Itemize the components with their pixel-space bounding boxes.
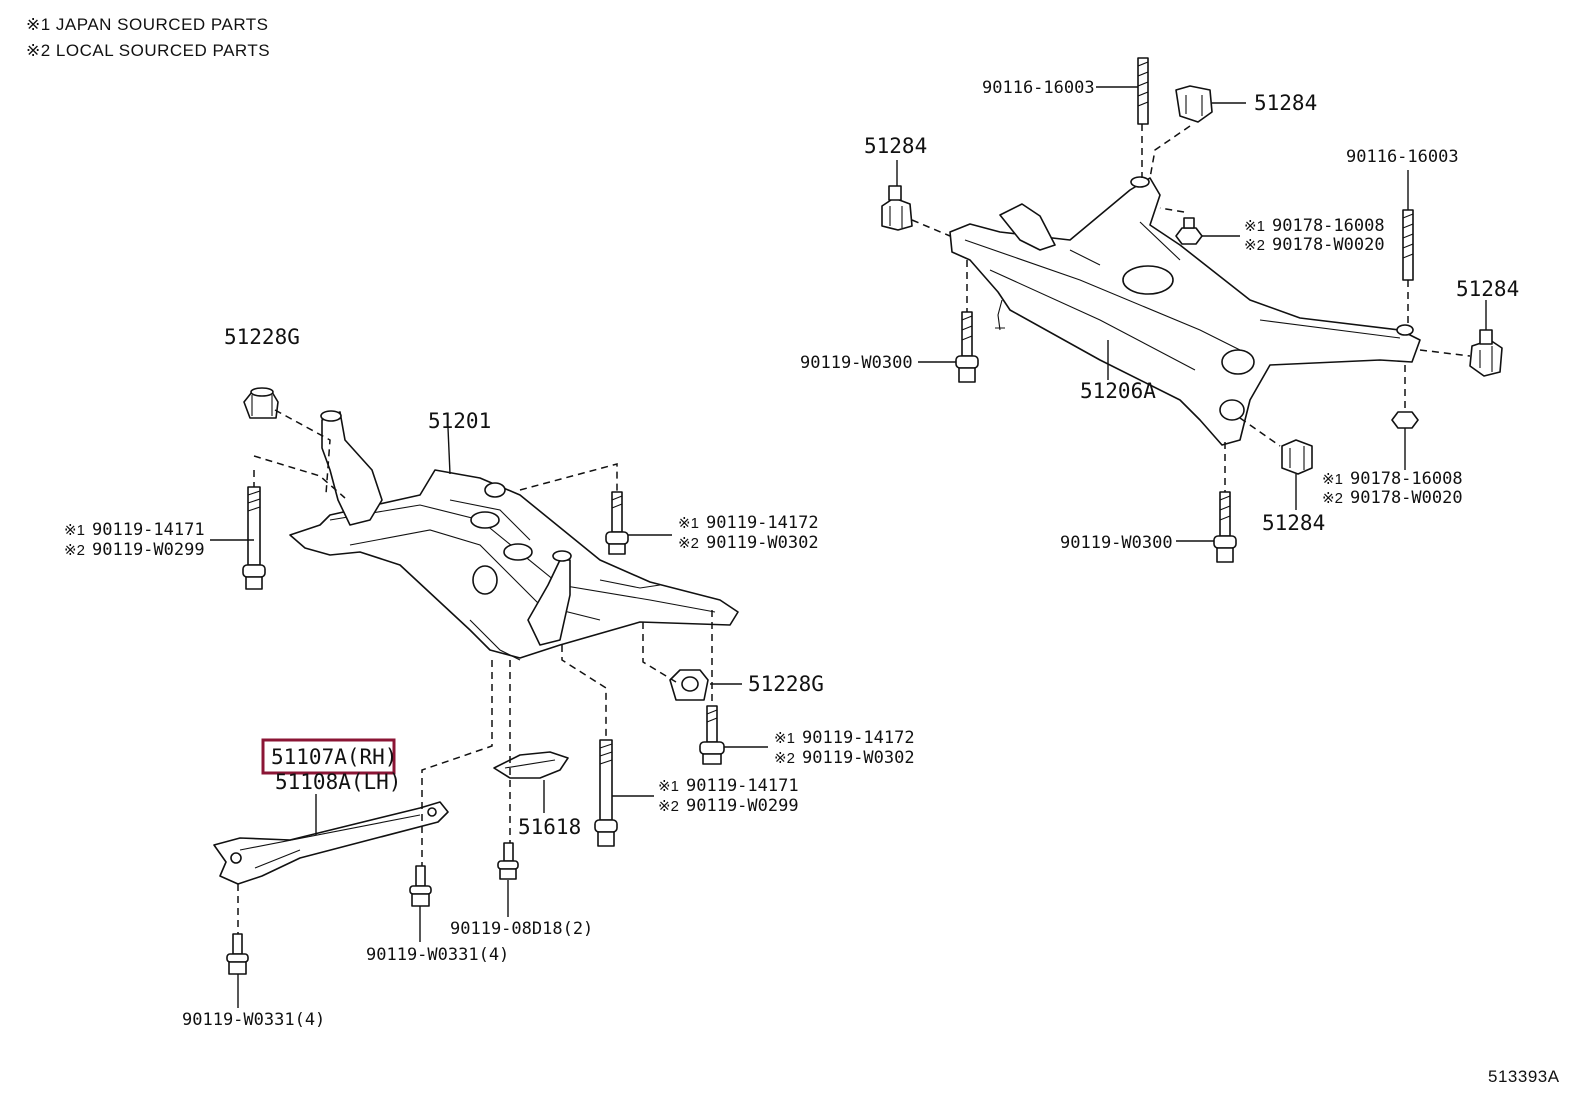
mount-51284-right: [1469, 329, 1503, 377]
label-51228g-top: 51228G: [224, 325, 300, 349]
stud-rear-top: [1137, 57, 1149, 125]
bolt-rear-w0300-b: [1213, 491, 1237, 563]
mark-2-rear: ※2: [658, 798, 679, 815]
bolt-front-left: [242, 486, 266, 590]
mark-1-upper: ※1: [1244, 218, 1265, 235]
nut-rear-upper: [1175, 217, 1203, 245]
label-bolt-08d18: 90119-08D18(2): [450, 919, 593, 939]
brace-51107a: [213, 801, 449, 885]
mount-51284-top: [1175, 85, 1213, 123]
label-stud-right: 90116-16003: [1346, 147, 1459, 167]
bolt-w0331-b: [226, 933, 249, 975]
mark-2-upper: ※2: [1244, 237, 1265, 254]
label-mount-left: 51284: [864, 134, 927, 158]
rear-crossmember-51206a: [949, 176, 1421, 446]
label-51228g-bottom: 51228G: [748, 672, 824, 696]
label-bolt-rear-2: 90119-W0299: [686, 796, 799, 816]
bolt-front-mid: [605, 491, 629, 555]
front-crossmember-51201: [289, 410, 739, 661]
mount-51228g-top: [243, 387, 279, 419]
mark-1-mid: ※1: [678, 515, 699, 532]
legend-japan: ※1 JAPAN SOURCED PARTS: [26, 15, 269, 34]
label-stud-top: 90116-16003: [982, 78, 1095, 98]
label-bolt-low-1: 90119-14172: [802, 728, 915, 748]
label-mount-top: 51284: [1254, 91, 1317, 115]
nut-rear-lower: [1391, 411, 1419, 429]
label-51107a[interactable]: 51107A(RH): [271, 745, 397, 769]
label-mount-right: 51284: [1456, 277, 1519, 301]
legend-local: ※2 LOCAL SOURCED PARTS: [26, 41, 270, 60]
mark-2-lower: ※2: [1322, 490, 1343, 507]
mount-51228g-bottom: [669, 669, 709, 701]
label-nut-lower-2: 90178-W0020: [1350, 488, 1463, 508]
mount-51284-bottom: [1281, 439, 1313, 475]
label-bolt-low-2: 90119-W0302: [802, 748, 915, 768]
label-bolt-mid-2: 90119-W0302: [706, 533, 819, 553]
label-nut-upper-2: 90178-W0020: [1272, 235, 1385, 255]
diagram-id: 513393A: [1488, 1067, 1560, 1086]
label-bolt-w0331-a: 90119-W0331(4): [366, 945, 509, 965]
stud-rear-right: [1402, 209, 1414, 281]
highlight-box: [261, 738, 396, 775]
label-bolt-w0331-b: 90119-W0331(4): [182, 1010, 325, 1030]
label-51201: 51201: [428, 409, 491, 433]
label-bolt-w0300-b: 90119-W0300: [1060, 533, 1173, 553]
mark-2-mid: ※2: [678, 535, 699, 552]
mark-1-left: ※1: [64, 522, 85, 539]
bolt-08d18: [497, 842, 519, 880]
label-nut-upper-1: 90178-16008: [1272, 216, 1385, 236]
label-mount-bottom: 51284: [1262, 511, 1325, 535]
mount-51284-left: [881, 185, 913, 231]
bolt-rear-w0300-a: [955, 311, 979, 383]
mark-1-lower: ※1: [1322, 471, 1343, 488]
label-bolt-w0300-a: 90119-W0300: [800, 353, 913, 373]
label-bolt-rear-1: 90119-14171: [686, 776, 799, 796]
plate-51618: [493, 751, 569, 779]
label-bolt-left-2: 90119-W0299: [92, 540, 205, 560]
bolt-front-low: [699, 705, 725, 765]
label-51618: 51618: [518, 815, 581, 839]
bolt-front-rear: [594, 739, 618, 847]
mark-2-left: ※2: [64, 542, 85, 559]
label-nut-lower-1: 90178-16008: [1350, 469, 1463, 489]
label-51108a: 51108A(LH): [275, 770, 401, 794]
mark-1-low: ※1: [774, 730, 795, 747]
bolt-w0331-a: [409, 865, 432, 907]
label-bolt-left-1: 90119-14171: [92, 520, 205, 540]
mark-2-low: ※2: [774, 750, 795, 767]
label-bolt-mid-1: 90119-14172: [706, 513, 819, 533]
mark-1-rear: ※1: [658, 778, 679, 795]
label-51206a: 51206A: [1080, 379, 1156, 403]
